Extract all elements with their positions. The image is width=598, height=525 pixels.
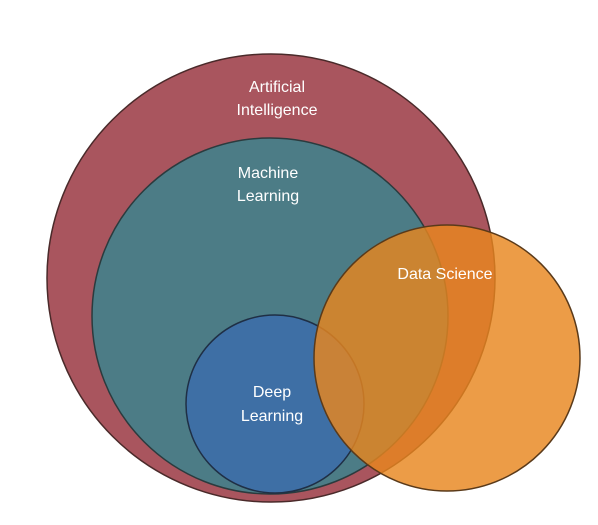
artificial-intelligence-label-line2: Intelligence: [237, 102, 318, 119]
machine-learning-label-line1: Machine: [238, 165, 299, 182]
data-science-circle: [313, 224, 581, 492]
deep-learning-label-line2: Learning: [241, 408, 303, 425]
data-science-set: Data Science: [313, 224, 581, 492]
machine-learning-label-line2: Learning: [237, 188, 299, 205]
artificial-intelligence-label-line1: Artificial: [249, 79, 305, 96]
data-science-label: Data Science: [397, 266, 492, 283]
deep-learning-label-line1: Deep: [253, 384, 291, 401]
